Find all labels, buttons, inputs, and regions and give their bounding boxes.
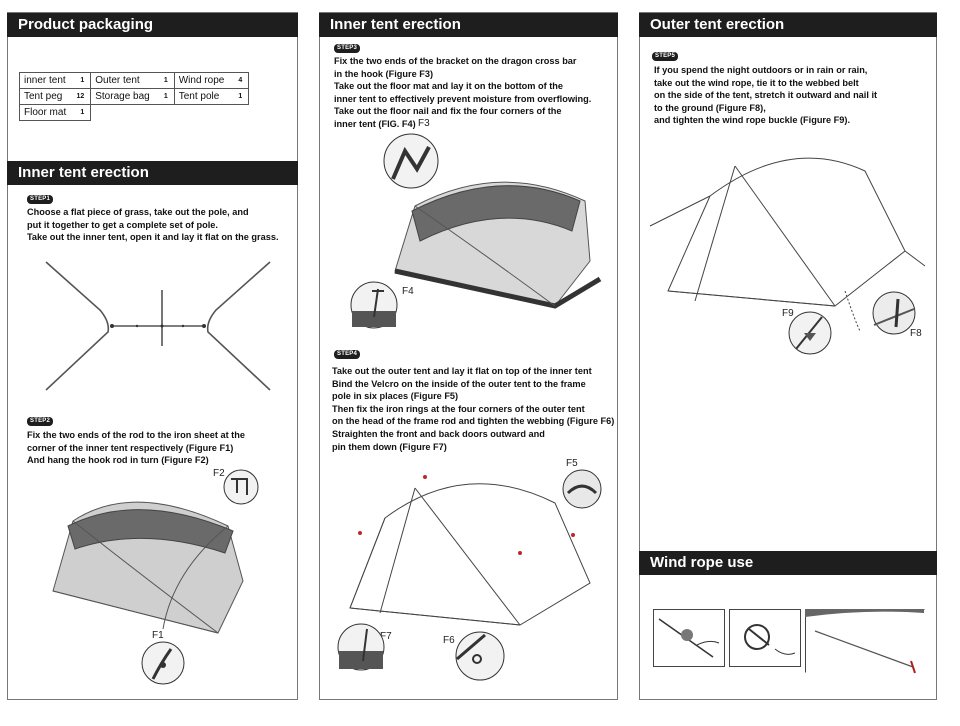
detail-circle-f9 <box>788 311 832 355</box>
part-qty: 1 <box>154 73 175 89</box>
detail-circle-f1 <box>141 641 185 685</box>
step5-text: If you spend the night outdoors or in ra… <box>654 64 877 127</box>
part-name: Floor mat <box>20 105 71 121</box>
column-middle: Inner tent erection STEP3 Fix the two en… <box>319 12 618 700</box>
wind-rope-panel-1 <box>653 609 725 667</box>
inner-tent-illustration <box>43 481 243 641</box>
figure-label-f3: F3 <box>418 118 430 129</box>
section-header-wind-rope-use: Wind rope use <box>639 551 937 575</box>
column-right: Outer tent erection STEP5 If you spend t… <box>639 12 937 700</box>
detail-circle-f2 <box>223 469 259 505</box>
figure-label-f6: F6 <box>443 635 455 646</box>
figure-label-f5: F5 <box>566 458 578 469</box>
figure-label-f1: F1 <box>152 630 164 641</box>
step3-text: Fix the two ends of the bracket on the d… <box>334 55 591 131</box>
detail-circle-f5 <box>562 469 602 509</box>
part-qty: 4 <box>228 73 249 89</box>
part-name: Wind rope <box>174 73 228 89</box>
step4-text: Take out the outer tent and lay it flat … <box>332 365 614 453</box>
wind-rope-panel-3 <box>805 609 925 673</box>
step1-text: Choose a flat piece of grass, take out t… <box>27 206 279 244</box>
part-name: Tent pole <box>174 89 228 105</box>
section-header-product-packaging: Product packaging <box>7 13 298 37</box>
step4-badge: STEP4 <box>334 350 360 359</box>
step2-badge: STEP2 <box>27 417 53 426</box>
detail-circle-f6 <box>455 631 505 681</box>
step5-badge: STEP5 <box>652 52 678 61</box>
step1-badge: STEP1 <box>27 195 53 204</box>
figure-label-f4: F4 <box>402 286 414 297</box>
section-header-inner-tent-erection: Inner tent erection <box>7 161 298 185</box>
detail-circle-f4 <box>350 281 398 329</box>
part-name: Storage bag <box>91 89 154 105</box>
inner-tent-floor-illustration <box>390 161 600 311</box>
part-qty: 1 <box>70 105 91 121</box>
part-name: Tent peg <box>20 89 71 105</box>
part-name: inner tent <box>20 73 71 89</box>
part-qty: 1 <box>70 73 91 89</box>
step2-text: Fix the two ends of the rod to the iron … <box>27 429 245 467</box>
step3-badge: STEP3 <box>334 44 360 53</box>
part-qty: 1 <box>154 89 175 105</box>
part-name: Outer tent <box>91 73 154 89</box>
wind-rope-panel-2 <box>729 609 801 667</box>
part-qty: 12 <box>70 89 91 105</box>
pole-assembly-diagram <box>38 248 278 398</box>
section-header-outer-tent-erection: Outer tent erection <box>639 13 937 37</box>
part-qty: 1 <box>228 89 249 105</box>
outer-tent-illustration <box>345 463 595 633</box>
section-header-inner-tent-erection-2: Inner tent erection <box>319 13 618 37</box>
figure-label-f8: F8 <box>910 328 922 339</box>
detail-circle-f7 <box>337 623 385 671</box>
